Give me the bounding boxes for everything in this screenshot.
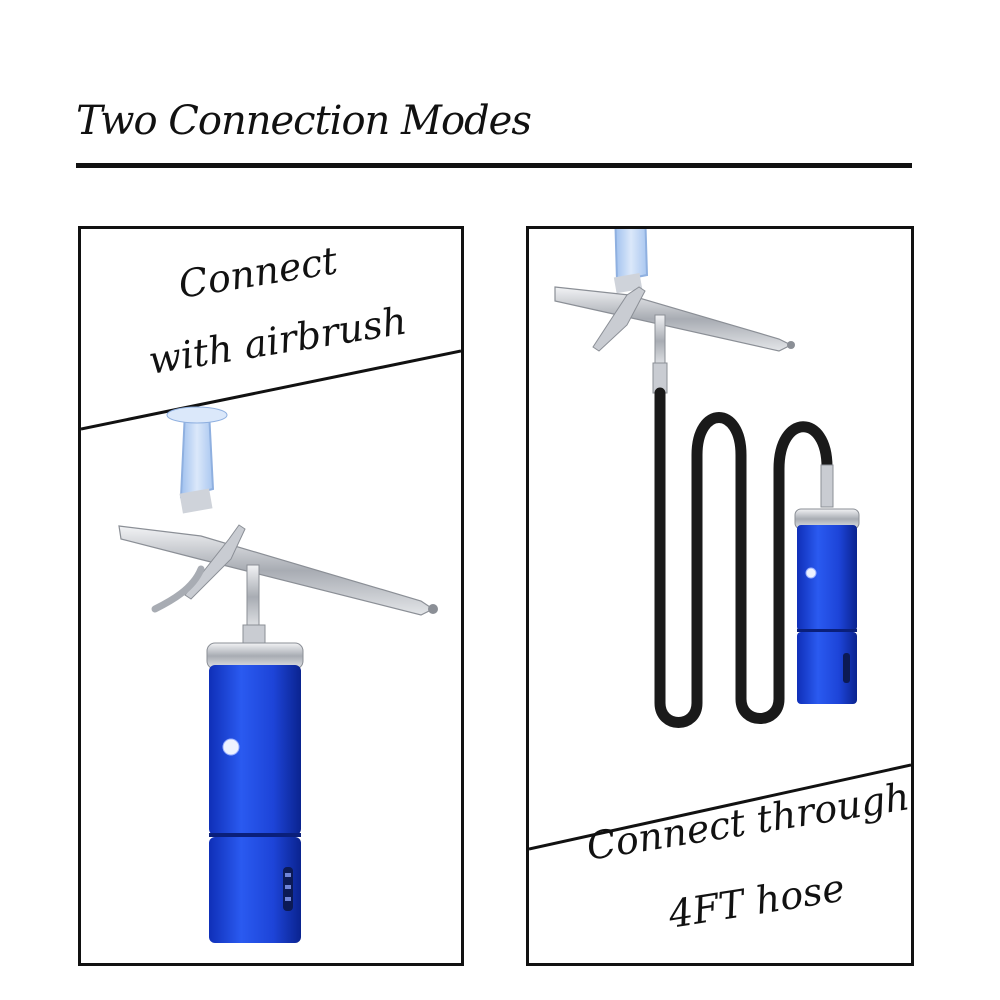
panel-right-art bbox=[529, 229, 911, 851]
hose-icon bbox=[654, 387, 833, 728]
page-title: Two Connection Modes bbox=[76, 98, 532, 144]
diagonal-divider bbox=[529, 763, 911, 851]
panel-connect-through-hose: Connect through 4FT hose bbox=[526, 226, 914, 966]
diagonal-divider bbox=[81, 349, 461, 431]
panel-connect-with-airbrush: Connect with airbrush bbox=[78, 226, 464, 966]
compressor-icon bbox=[206, 642, 304, 943]
title-underline bbox=[76, 163, 912, 168]
airbrush-gun-icon bbox=[118, 406, 438, 644]
panel-left-art bbox=[81, 349, 461, 943]
airbrush-gun-icon bbox=[554, 229, 795, 394]
compressor-icon bbox=[794, 508, 860, 704]
